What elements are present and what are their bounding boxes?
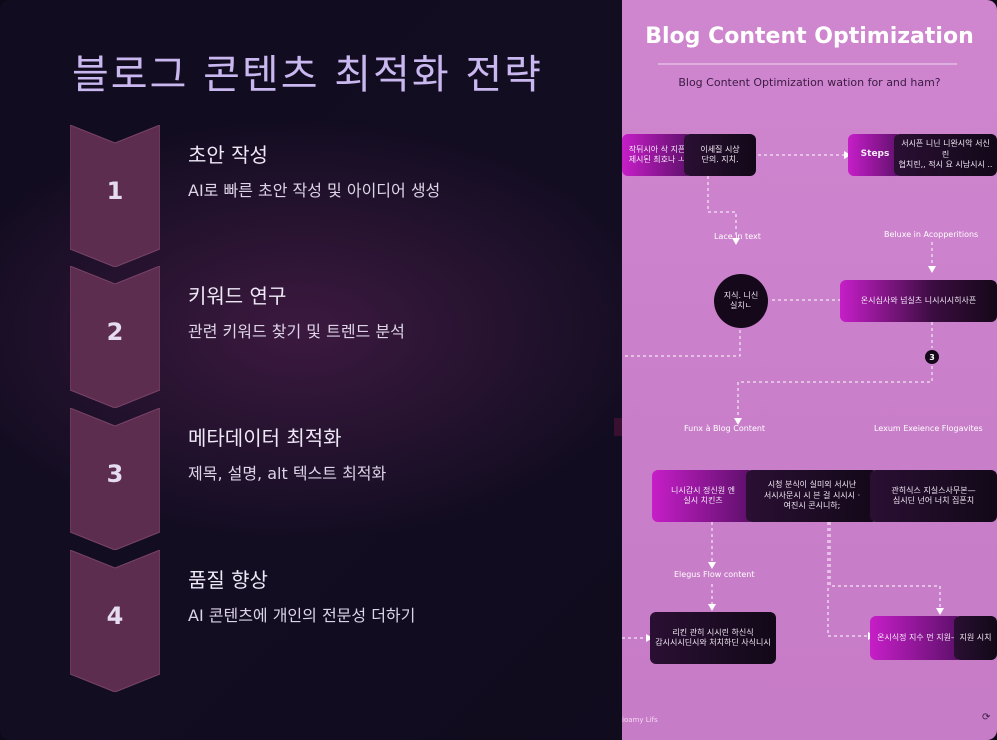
panel-title: Blog Content Optimization	[645, 24, 974, 49]
slide-title: 블로그 콘텐츠 최적화 전략	[72, 52, 543, 98]
steps-list: 1 초안 작성 AI로 빠른 초안 작성 및 아이디어 생성 2 키워드 연구 …	[70, 125, 610, 692]
step-item: 1 초안 작성 AI로 빠른 초안 작성 및 아이디어 생성	[70, 125, 610, 267]
flowchart-image: Blog Content Optimization Blog Content O…	[622, 0, 997, 740]
flow-box: 온시심사와 넘실츠 니시시시히사픈	[840, 280, 997, 322]
flow-box: 관히식스 지실스사무본—심시딘 넌어 너치 집폰치	[870, 470, 997, 522]
step-number: 3	[106, 460, 124, 488]
loop-logo-icon: ⟳	[982, 712, 991, 723]
panel-subtitle: Blog Content Optimization wation for and…	[678, 76, 941, 89]
chevron-down-icon	[70, 125, 160, 267]
flow-label: Lexum Exeience Flogavites	[874, 424, 983, 433]
step-title: 초안 작성	[188, 143, 268, 167]
chevron-down-icon	[70, 266, 160, 408]
chevron-down-icon	[70, 550, 160, 692]
step-description: 관련 키워드 찾기 및 트렌드 분석	[188, 322, 405, 341]
flow-label: Elegus Flow content	[674, 570, 755, 579]
flow-box: 지원 시치	[954, 616, 997, 660]
step-title: 키워드 연구	[188, 284, 287, 308]
step-number: 4	[106, 602, 124, 630]
step-badge: 3	[925, 350, 939, 364]
chevron-down-icon	[70, 408, 160, 550]
flow-box: 온시식정 지수 먼 지원–	[870, 616, 962, 660]
flow-label: Funx à Blog Content	[684, 424, 766, 433]
step-number: 1	[106, 177, 124, 205]
step-description: 제목, 설명, alt 텍스트 최적화	[188, 464, 387, 483]
step-title: 메타데이터 최적화	[188, 426, 342, 450]
step-number: 2	[106, 318, 124, 346]
flow-label: Lace in text	[714, 232, 761, 241]
step-description: AI 콘텐츠에 개인의 전문성 더하기	[188, 606, 416, 625]
step-title: 품질 향상	[188, 568, 268, 592]
step-item: 3 메타데이터 최적화 제목, 설명, alt 텍스트 최적화	[70, 408, 610, 550]
panel-footer: ioamy Lifs	[622, 716, 658, 724]
step-item: 4 품질 향상 AI 콘텐츠에 개인의 전문성 더하기	[70, 550, 610, 692]
step-item: 2 키워드 연구 관련 키워드 찾기 및 트렌드 분석	[70, 266, 610, 408]
step-description: AI로 빠른 초안 작성 및 아이디어 생성	[188, 181, 441, 200]
flow-box-steps: Steps	[848, 134, 902, 176]
flow-label: Beluxe in Acopperitions	[884, 230, 979, 239]
